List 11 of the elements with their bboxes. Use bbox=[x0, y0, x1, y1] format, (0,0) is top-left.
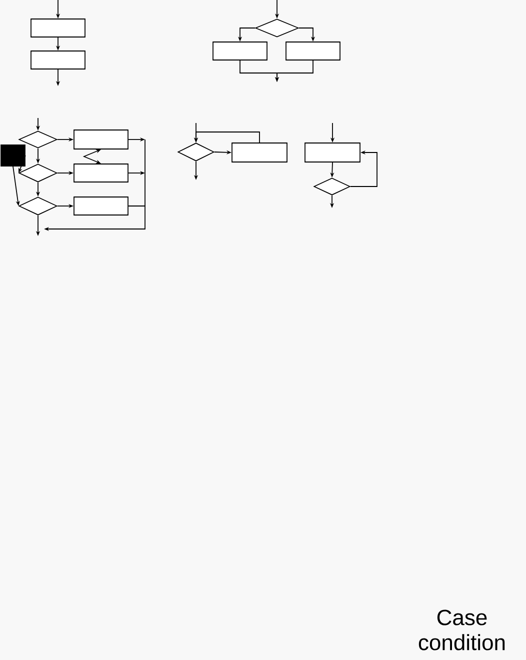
process-box bbox=[286, 42, 340, 60]
process-box bbox=[232, 142, 288, 162]
process-box bbox=[74, 196, 128, 216]
process-box bbox=[74, 130, 128, 150]
filled-box bbox=[0, 144, 26, 166]
process-box bbox=[30, 50, 86, 70]
process-box bbox=[304, 142, 360, 162]
process-box bbox=[30, 18, 86, 38]
process-box bbox=[212, 42, 268, 60]
note-text: Case condition bbox=[418, 610, 505, 650]
process-box bbox=[74, 164, 128, 182]
